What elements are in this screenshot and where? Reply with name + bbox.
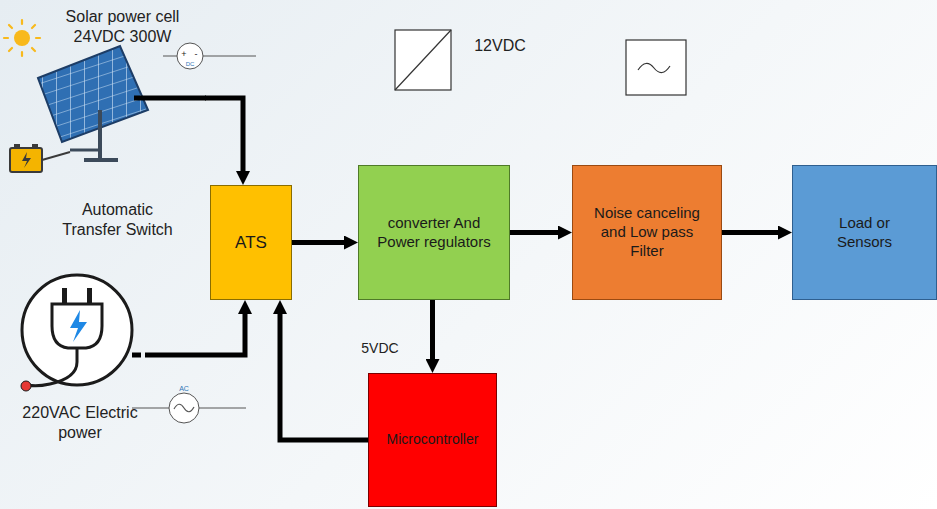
source-type: AC [172, 385, 196, 394]
voltage-label: 5VDC [356, 340, 404, 358]
node-text: Load or Sensors [825, 214, 905, 252]
plug-icon [21, 275, 132, 391]
filter-symbol [626, 40, 686, 95]
voltage-label: 12VDC [470, 36, 530, 56]
converter-symbol [395, 30, 451, 90]
power-arrow [430, 300, 435, 359]
node-text: Solar power cell 24VDC 300W [48, 7, 198, 47]
load-box: Load or Sensors [792, 165, 937, 300]
power-arrow [280, 314, 368, 440]
power-arrow [722, 230, 778, 235]
power-arrow [145, 314, 245, 355]
dc-source-symbol [163, 43, 256, 69]
feed-wire [134, 96, 206, 101]
polarity-mark: - [191, 49, 201, 60]
node-text: converter And Power regulators [372, 214, 496, 252]
process-box: Noise canceling and Low pass Filter [572, 165, 722, 300]
polarity-mark: + [179, 49, 189, 60]
process-box: converter And Power regulators [358, 165, 510, 300]
sun-icon [4, 20, 40, 56]
node-text: Noise canceling and Low pass Filter [585, 204, 709, 260]
controller-box: Microcontroller [368, 373, 497, 507]
source-block: Solar power cell 24VDC 300W [40, 5, 205, 165]
solar-panel-icon [38, 46, 148, 160]
feed-wire [132, 353, 141, 358]
switch-box: ATS [210, 185, 292, 300]
power-arrow [205, 98, 243, 171]
source-type: DC [180, 61, 200, 69]
node-text: 220VAC Electric power [21, 403, 139, 443]
power-arrow [510, 230, 558, 235]
battery-icon [10, 144, 70, 172]
node-text: ATS [235, 232, 267, 253]
node-text: Microcontroller [387, 431, 479, 449]
block-caption: Automatic Transfer Switch [55, 200, 180, 240]
power-arrow [292, 240, 344, 245]
ac-source-symbol [132, 393, 246, 423]
source-block: 220VAC Electric power [15, 270, 145, 445]
